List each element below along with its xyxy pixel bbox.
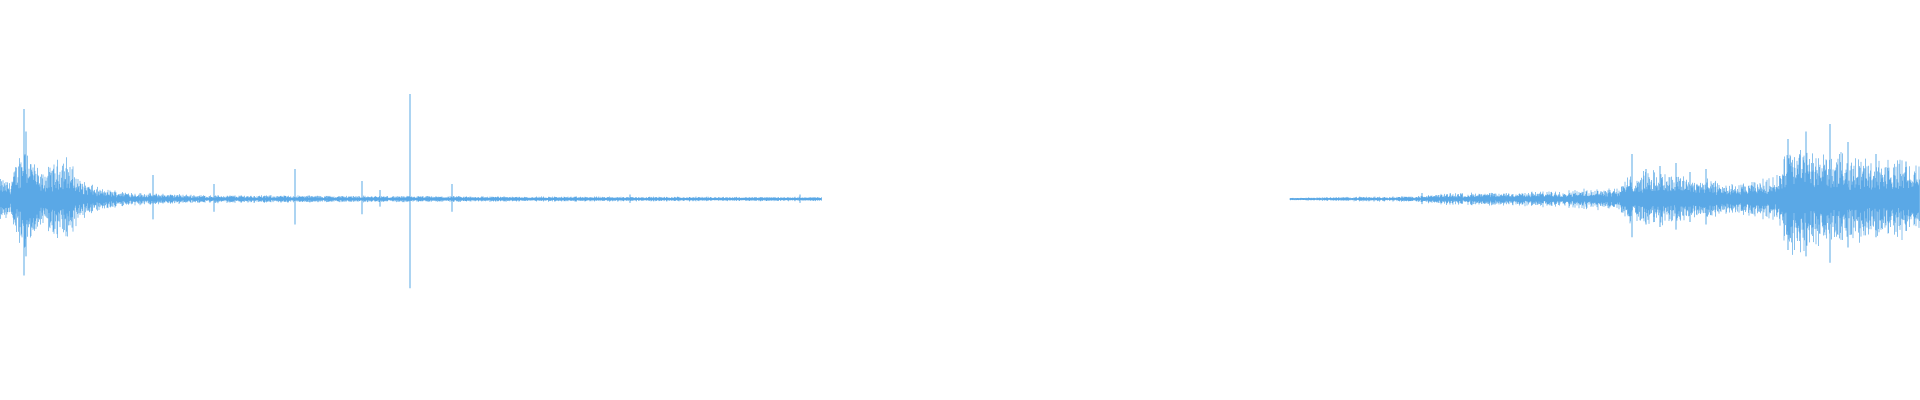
- waveform-segment-right: [1289, 124, 1920, 263]
- waveform-trace: [0, 154, 822, 248]
- waveform-layer: [0, 94, 1920, 289]
- waveform-segment-left: [0, 94, 822, 289]
- waveform-trace: [1289, 150, 1920, 255]
